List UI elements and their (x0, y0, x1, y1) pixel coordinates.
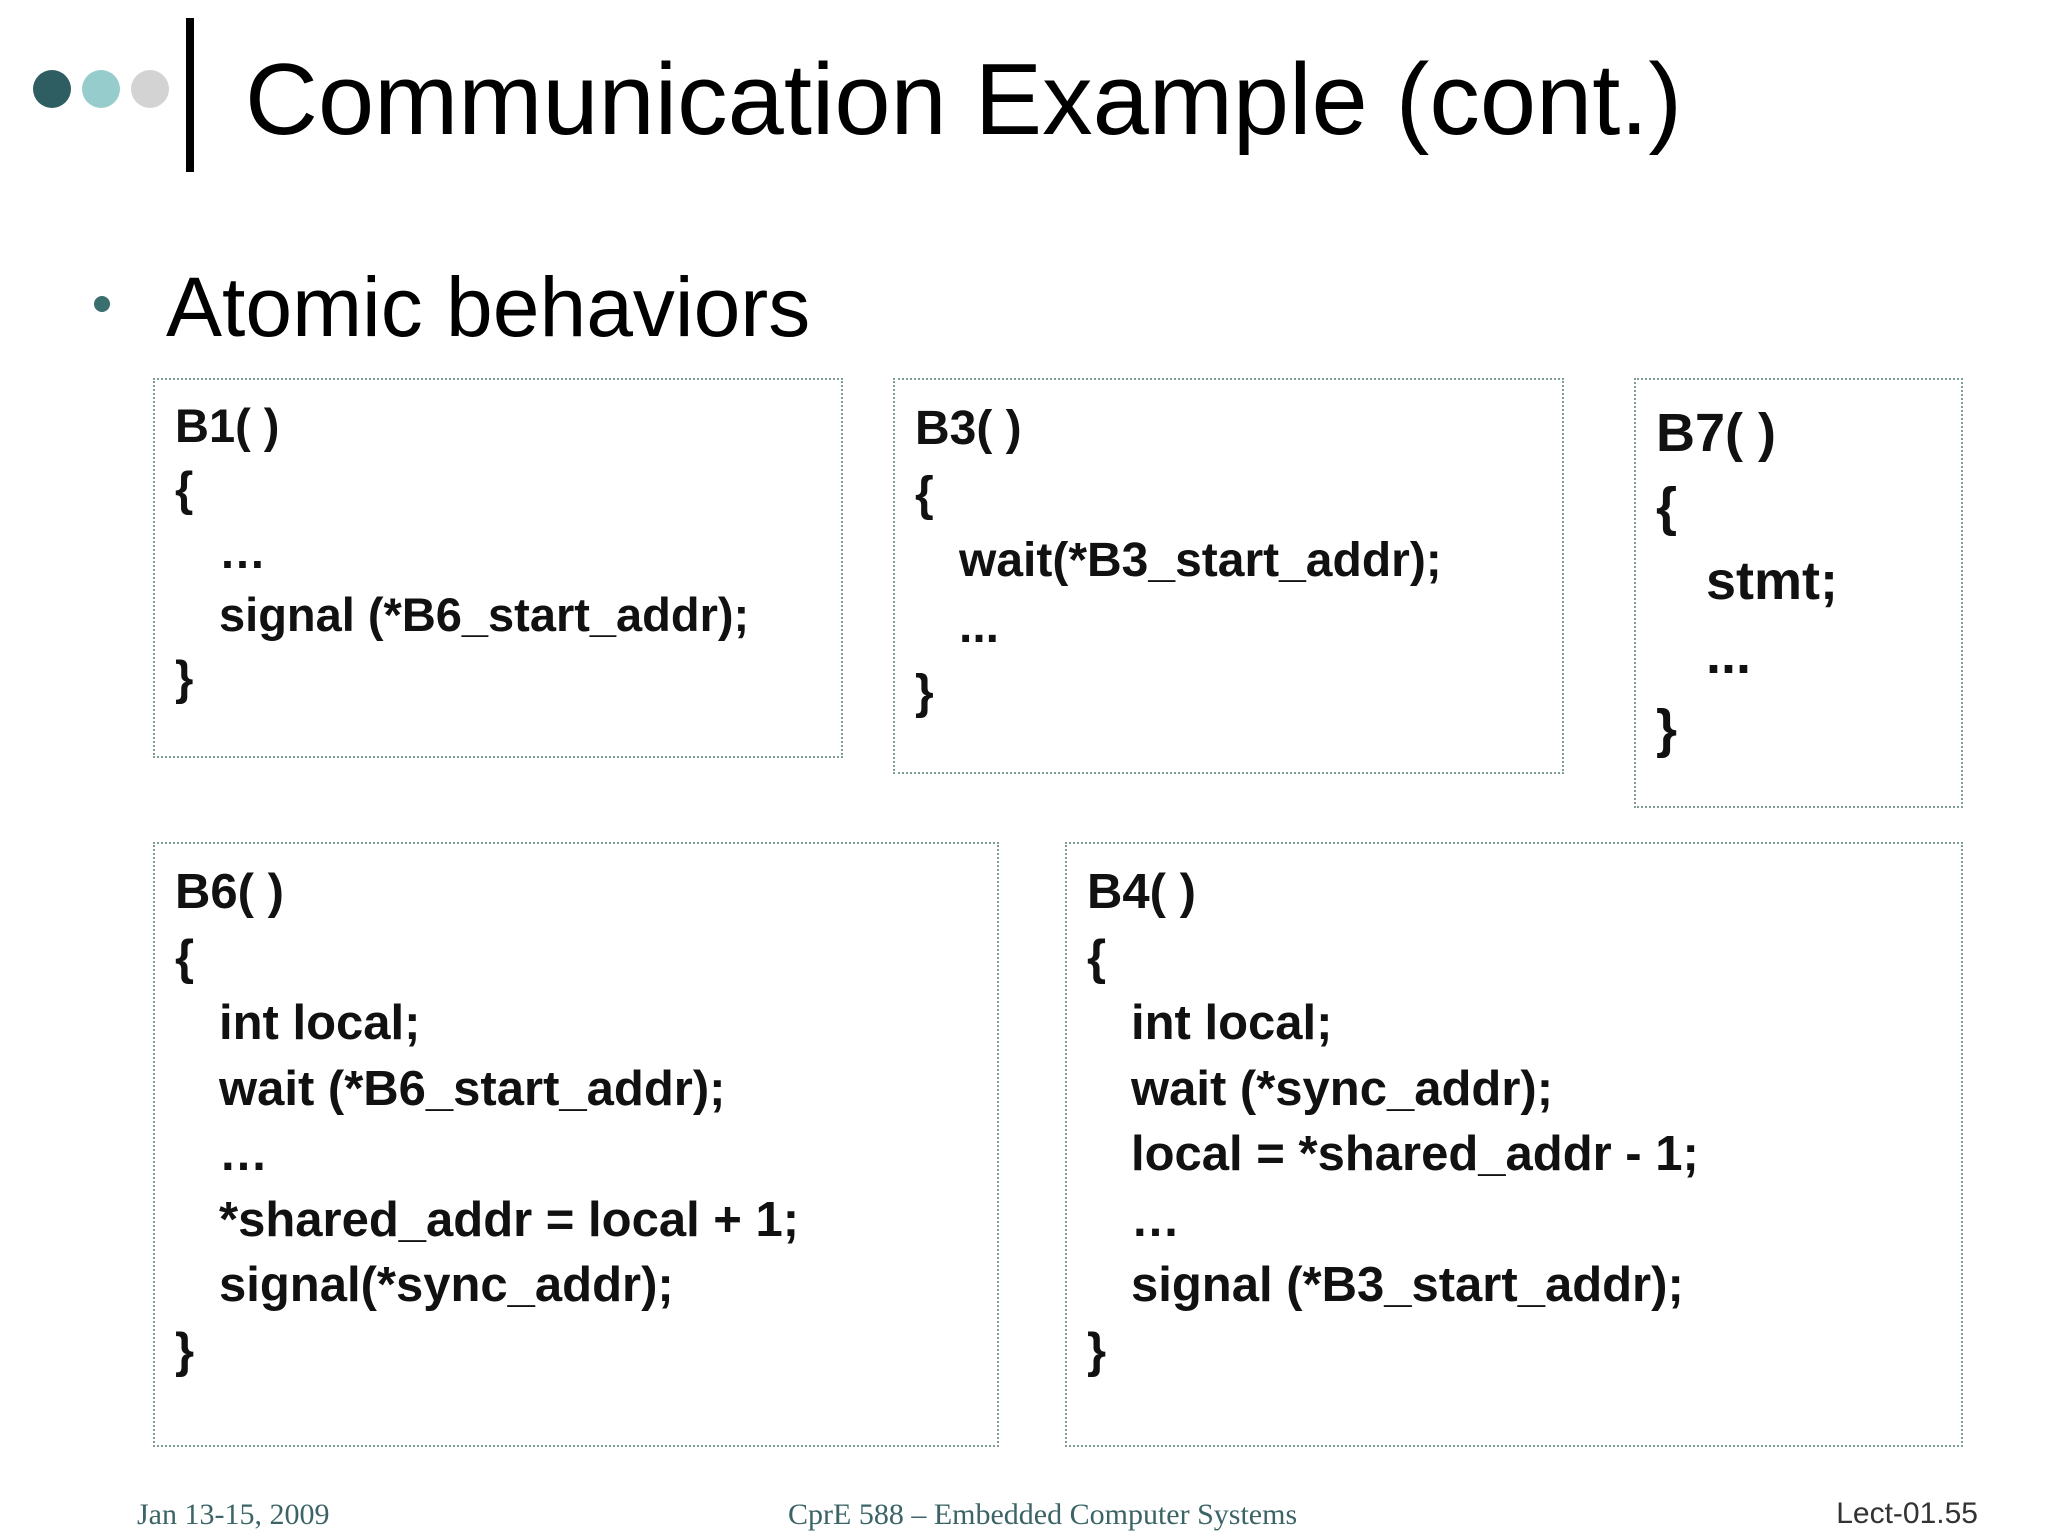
code-line: } (1656, 699, 1678, 759)
code-line: int local; (219, 996, 421, 1050)
footer-slide-number: Lect-01.55 (1836, 1497, 1978, 1530)
footer-date: Jan 13-15, 2009 (137, 1498, 330, 1531)
code-box-b4: B4( ) { int local; wait (*sync_addr); lo… (1065, 842, 1963, 1447)
code-box-b3: B3( ) { wait(*B3_start_addr); ... } (893, 378, 1564, 774)
code-box-b7: B7( ) { stmt; ... } (1634, 378, 1963, 808)
code-box-b6: B6( ) { int local; wait (*B6_start_addr)… (153, 842, 999, 1447)
code-line: signal (*B6_start_addr); (219, 588, 750, 641)
code-line: ... (1706, 625, 1752, 685)
code-block-b6: B6( ) { int local; wait (*B6_start_addr)… (175, 860, 799, 1384)
code-line: } (175, 1323, 195, 1378)
code-line: { (1656, 477, 1678, 537)
code-line: *shared_addr = local + 1; (219, 1192, 800, 1247)
bullet-text: Atomic behaviors (166, 260, 811, 354)
code-line: } (1087, 1323, 1107, 1378)
code-line: B7( ) (1656, 403, 1776, 463)
code-block-b7: B7( ) { stmt; ... } (1656, 396, 1838, 766)
code-line: ... (959, 600, 1000, 653)
code-line: int local; (1131, 996, 1333, 1050)
dot-light-teal (82, 70, 120, 108)
code-line: stmt; (1706, 551, 1838, 611)
code-line: B1( ) (175, 399, 280, 452)
code-line: … (219, 1127, 268, 1181)
code-line: wait (*B6_start_addr); (219, 1061, 726, 1116)
code-line: … (1131, 1192, 1180, 1247)
title-divider-bar (186, 18, 194, 172)
bullet-dot (94, 296, 110, 312)
code-line: wait (*sync_addr); (1131, 1061, 1554, 1116)
code-line: signal(*sync_addr); (219, 1258, 674, 1312)
code-block-b4: B4( ) { int local; wait (*sync_addr); lo… (1087, 860, 1699, 1384)
code-line: signal (*B3_start_addr); (1131, 1258, 1684, 1312)
code-block-b3: B3( ) { wait(*B3_start_addr); ... } (915, 396, 1442, 726)
code-line: local = *shared_addr - 1; (1131, 1127, 1699, 1181)
code-box-b1: B1( ) { … signal (*B6_start_addr); } (153, 378, 843, 758)
code-line: { (175, 930, 195, 985)
code-line: B4( ) (1087, 865, 1196, 919)
code-line: { (915, 468, 934, 521)
title-decoration-dots (33, 70, 175, 108)
slide-title: Communication Example (cont.) (245, 44, 1682, 156)
code-line: … (219, 525, 266, 578)
code-line: { (1087, 930, 1107, 985)
dot-gray (131, 70, 169, 108)
code-line: { (175, 462, 194, 515)
code-line: } (915, 666, 934, 719)
code-line: B6( ) (175, 865, 284, 919)
code-block-b1: B1( ) { … signal (*B6_start_addr); } (175, 394, 749, 709)
dot-dark-teal (33, 70, 71, 108)
footer-course: CprE 588 – Embedded Computer Systems (788, 1498, 1298, 1531)
code-line: } (175, 651, 194, 704)
code-line: wait(*B3_start_addr); (959, 534, 1442, 587)
code-line: B3( ) (915, 402, 1022, 455)
